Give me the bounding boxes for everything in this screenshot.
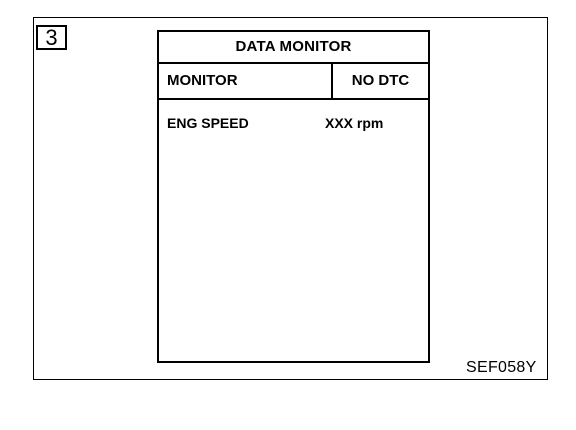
monitor-header-row: MONITOR NO DTC (159, 64, 428, 100)
monitor-item-value: XXX rpm (325, 115, 384, 131)
consult-monitor-screen: DATA MONITOR MONITOR NO DTC ENG SPEED XX… (157, 30, 430, 363)
screen-title: DATA MONITOR (159, 32, 428, 64)
monitor-item-name: ENG SPEED (167, 115, 249, 131)
dtc-status-label: NO DTC (351, 72, 410, 89)
figure-code: SEF058Y (466, 359, 537, 376)
monitor-item-row: ENG SPEED XXX rpm (159, 112, 428, 134)
monitor-header-label: MONITOR (167, 72, 238, 89)
header-divider (331, 64, 333, 98)
figure-frame (33, 17, 548, 380)
step-number-badge: 3 (36, 25, 67, 50)
